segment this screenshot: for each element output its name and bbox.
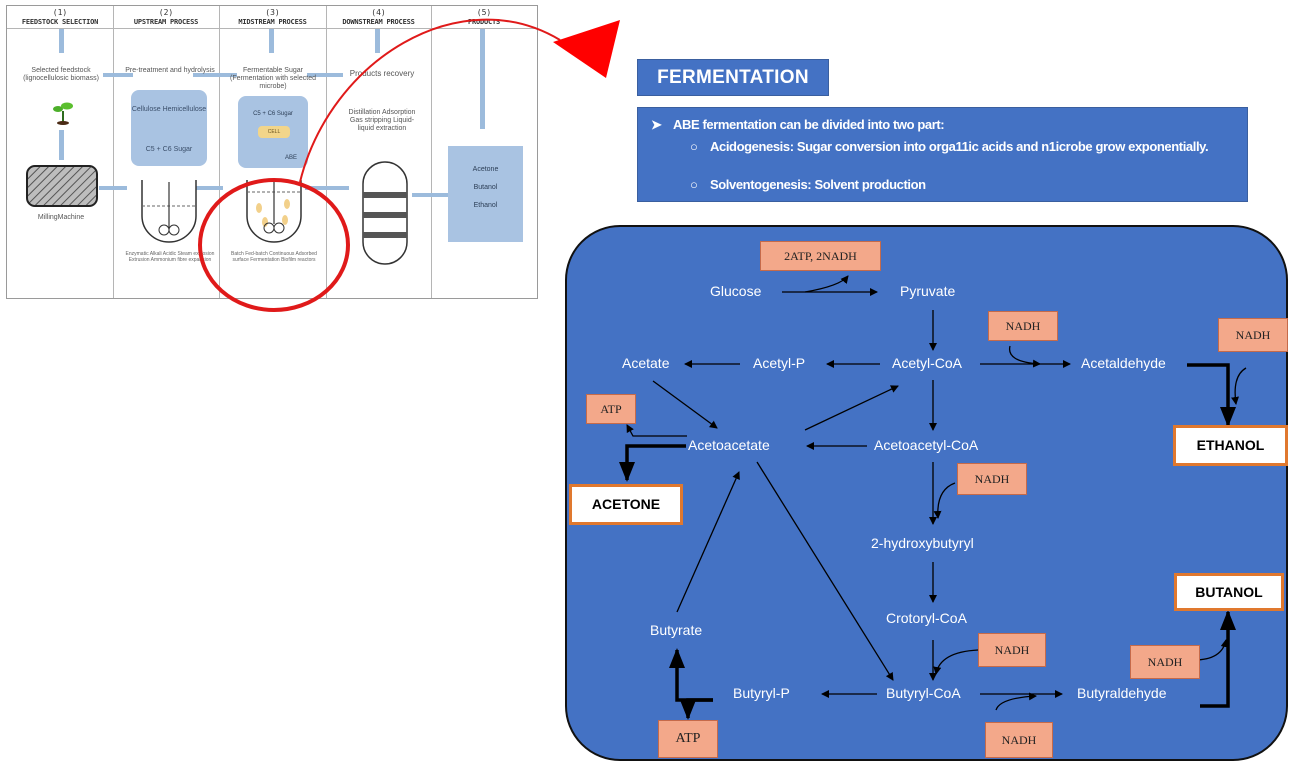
column-title: MIDSTREAM PROCESS <box>238 18 307 26</box>
milling-label: MillingMachine <box>37 214 85 221</box>
product-butanol-box: BUTANOL <box>1174 573 1284 611</box>
column-midstream: (3) MIDSTREAM PROCESS <box>219 6 327 298</box>
node-acetyl-p: Acetyl-P <box>753 355 806 371</box>
column-number: (5) <box>476 8 492 17</box>
cell-text: CELL <box>258 126 290 138</box>
midstream-methods: Batch Fed-batch Continuous Adsorbed surf… <box>231 251 317 263</box>
highlight-curve <box>299 18 561 183</box>
hydrolysis-box: Cellulose Hemicellulose C5 + C6 Sugar <box>131 90 207 166</box>
cofactor-nadh: NADH <box>988 311 1058 341</box>
cofactor-nadh: NADH <box>985 722 1053 758</box>
cofactor-nadh: NADH <box>978 633 1046 667</box>
products-recovery-label: Products recovery <box>349 69 415 78</box>
fermentation-title: FERMENTATION <box>637 59 829 96</box>
solventogenesis-bullet: Solventogenesis: Solvent production <box>710 177 926 192</box>
node-acetoacetyl-coa: Acetoacetyl-CoA <box>874 437 979 453</box>
fermenter-reactor-icon <box>245 178 303 249</box>
column-title: FEEDSTOCK SELECTION <box>21 18 99 26</box>
column-number: (4) <box>371 8 386 17</box>
product-ethanol: Ethanol <box>473 202 498 209</box>
highlight-circle <box>198 178 350 312</box>
milling-machine-icon <box>25 164 99 213</box>
cofactor-atp-nadh: 2ATP, 2NADH <box>760 241 881 271</box>
node-2-hydroxybutyryl: 2-hydroxybutyryl <box>871 535 974 551</box>
product-acetone: Acetone <box>472 166 499 173</box>
acidogenesis-bullet: Acidogenesis: Sugar conversion into orga… <box>710 139 1209 154</box>
cofactor-nadh: NADH <box>1130 645 1200 679</box>
column-title: DOWNSTREAM PROCESS <box>342 18 415 26</box>
column-title: PRODUCTS <box>467 18 501 26</box>
fermentable-sugar-label: Fermentable Sugar (Fermentation with sel… <box>230 67 316 90</box>
fermentation-intro: ABE fermentation can be divided into two… <box>673 117 945 132</box>
highlight-arrowhead <box>553 20 620 78</box>
feedstock-label: Selected feedstock (lignocellulosic biom… <box>23 67 99 82</box>
node-butyryl-coa: Butyryl-CoA <box>886 685 961 701</box>
cofactor-nadh: NADH <box>1218 318 1288 352</box>
downstream-methods: Distillation Adsorption Gas stripping Li… <box>348 109 416 132</box>
node-pyruvate: Pyruvate <box>900 283 956 299</box>
sugar-text: C5 + C6 Sugar <box>145 146 193 153</box>
node-butyraldehyde: Butyraldehyde <box>1077 685 1167 701</box>
products-box: Acetone Butanol Ethanol <box>448 146 523 242</box>
cofactor-nadh: NADH <box>957 463 1027 495</box>
node-butyryl-p: Butyryl-P <box>733 685 790 701</box>
arrow-bullet-icon: ➤ <box>651 117 662 132</box>
pretreatment-label: Pre-treatment and hydrolysis <box>125 67 215 74</box>
circle-bullet-icon: ○ <box>690 177 698 192</box>
mid-sugar-text: C5 + C6 Sugar <box>253 111 293 117</box>
column-feedstock: (1) FEEDSTOCK SELECTION <box>7 6 114 298</box>
upstream-methods: Enzymatic Alkali Acidic Steam explosion … <box>125 251 215 263</box>
column-title: UPSTREAM PROCESS <box>133 18 199 26</box>
column-downstream: (4) DOWNSTREAM PROCESS <box>326 6 432 298</box>
fermentation-description: ➤ ABE fermentation can be divided into t… <box>637 107 1248 202</box>
cofactor-atp: ATP <box>586 394 636 424</box>
node-acetaldehyde: Acetaldehyde <box>1081 355 1166 371</box>
cofactor-atp: ATP <box>658 720 718 758</box>
node-acetoacetate: Acetoacetate <box>688 437 770 453</box>
product-butanol: Butanol <box>473 184 498 191</box>
process-overview-figure: (1) FEEDSTOCK SELECTION (2) UPSTREAM PRO… <box>6 5 538 299</box>
product-acetone-box: ACETONE <box>569 484 683 525</box>
node-glucose: Glucose <box>710 283 762 299</box>
node-crotoryl-coa: Crotoryl-CoA <box>886 610 967 626</box>
product-ethanol-box: ETHANOL <box>1173 425 1288 466</box>
node-acetyl-coa: Acetyl-CoA <box>892 355 963 371</box>
fermentation-box: C5 + C6 Sugar CELL ABE <box>238 96 308 168</box>
column-number: (1) <box>52 8 68 17</box>
column-number: (3) <box>265 8 280 17</box>
node-butyrate: Butyrate <box>650 622 703 638</box>
column-upstream: (2) UPSTREAM PROCESS <box>113 6 220 298</box>
node-acetate: Acetate <box>622 355 670 371</box>
column-products: (5) PRODUCTS <box>431 6 537 298</box>
circle-bullet-icon: ○ <box>690 139 698 154</box>
column-number: (2) <box>158 8 174 17</box>
plant-icon <box>53 99 73 130</box>
cellulose-text: Cellulose Hemicellulose <box>131 106 207 113</box>
abe-text: ABE <box>284 155 297 161</box>
hydrolysis-reactor-icon <box>140 178 198 249</box>
distillation-column-icon <box>357 158 413 273</box>
